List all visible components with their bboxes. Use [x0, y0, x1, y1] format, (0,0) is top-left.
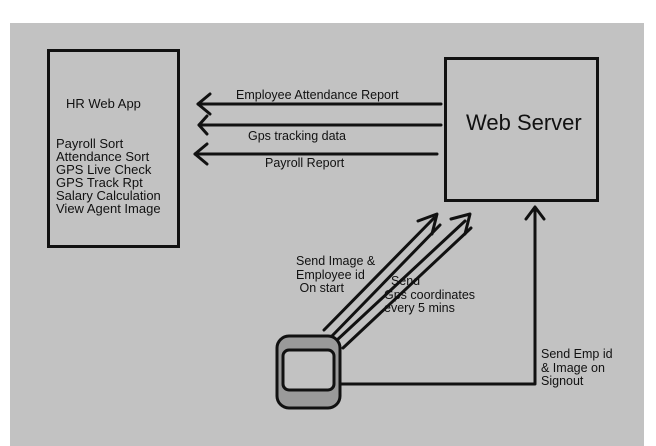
gps-tracking-arrow-head	[197, 114, 209, 136]
mobile-device-icon	[275, 334, 342, 410]
signout-arrow-line	[339, 208, 537, 386]
hr-feature-list: Payroll Sort Attendance Sort GPS Live Ch…	[56, 137, 161, 215]
send-coords-arrow-line-2	[341, 226, 473, 350]
hr-feature-item: Salary Calculation	[56, 188, 161, 203]
send-image-arrow-line-2	[329, 223, 442, 339]
send-coords-arrow-head	[449, 212, 472, 236]
send-image-arrow-line	[322, 216, 436, 332]
payroll-arrow-head	[193, 142, 209, 166]
web-server-title: Web Server	[466, 110, 582, 135]
attendance-report-label: Employee Attendance Report	[236, 88, 399, 102]
gps-tracking-label: Gps tracking data	[248, 129, 346, 143]
web-server-box	[444, 57, 599, 202]
hr-feature-item: Payroll Sort	[56, 136, 124, 151]
hr-web-app-box	[47, 49, 180, 248]
payroll-report-label: Payroll Report	[265, 156, 345, 170]
hr-feature-item: GPS Track Rpt	[56, 175, 143, 190]
send-coordinates-label: Send Gps coordinates every 5 mins	[384, 274, 476, 315]
send-coords-arrow-line	[334, 219, 467, 343]
signout-arrow-head	[524, 205, 546, 221]
send-image-label: Send Image & Employee id On start	[296, 254, 376, 295]
attendance-arrow-head	[196, 92, 212, 116]
hr-feature-item: GPS Live Check	[56, 162, 152, 177]
send-image-arrow-head	[416, 212, 439, 236]
hr-feature-item: View Agent Image	[56, 201, 161, 216]
hr-feature-item: Attendance Sort	[56, 149, 150, 164]
hr-web-app-title: HR Web App	[66, 96, 141, 111]
signout-label: Send Emp id & Image on Signout	[541, 347, 613, 388]
